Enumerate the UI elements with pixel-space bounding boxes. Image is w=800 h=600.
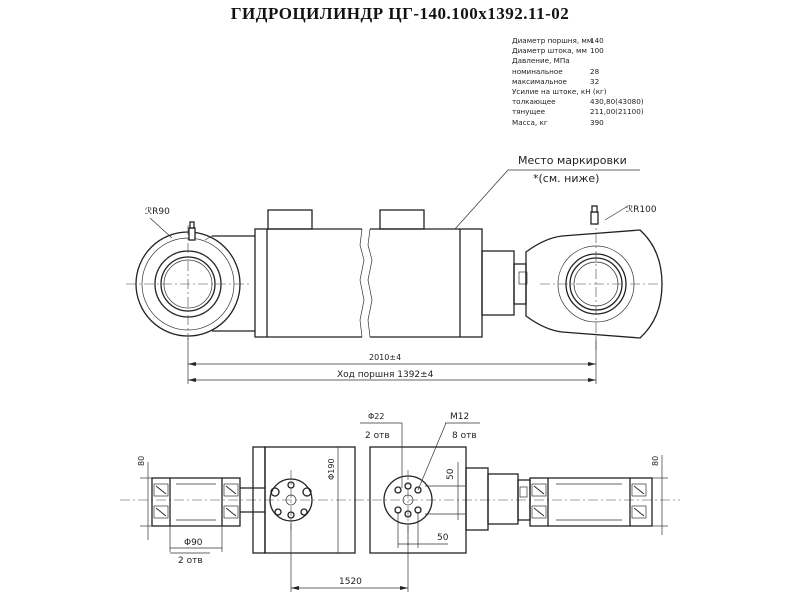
marking-label: Место маркировки	[518, 154, 627, 167]
dim-1520-label: 1520	[339, 577, 362, 587]
top-view: Место маркировки *(см. ниже) ℛR90 ℛR100 …	[126, 154, 665, 384]
spec-value: 100	[590, 46, 604, 56]
cylinder-body	[254, 209, 528, 338]
spec-row: толкающее 430,80(43080)	[512, 97, 644, 107]
spec-label: тянущее	[512, 107, 546, 117]
spec-row: Усилие на штоке, кН (кг)	[512, 87, 644, 97]
dim-d90-label: Φ90	[184, 538, 203, 548]
spec-label: Диаметр штока, мм	[512, 46, 587, 56]
dim-8holes-label: 8 отв	[452, 431, 477, 441]
bottom-dimensions	[140, 422, 668, 592]
grease-nipple-right-icon	[590, 205, 599, 225]
spec-value: 390	[590, 117, 604, 127]
radius-left-label: ℛR90	[145, 207, 170, 217]
radius-right-label: ℛR100	[626, 205, 657, 215]
spec-row: номинальное 28	[512, 67, 644, 77]
top-dimensions	[187, 338, 597, 384]
dim-stroke-label: Ход поршня 1392±4	[337, 370, 434, 380]
left-rod-eye	[126, 217, 255, 340]
spec-value: 28	[590, 66, 600, 76]
spec-label: Диаметр поршня, мм	[512, 36, 593, 45]
right-eye-section	[529, 477, 653, 527]
spec-value: 211,00(21100)	[590, 107, 644, 117]
right-rod-eye	[525, 205, 665, 350]
marking-note: *(см. ниже)	[533, 172, 599, 185]
spec-value: 140	[590, 36, 604, 45]
dim-d22-label: Φ22	[368, 412, 384, 421]
grease-nipple-left-icon	[188, 221, 196, 241]
dim-m12-label: M12	[450, 412, 469, 422]
spec-value: 430,80(43080)	[590, 97, 644, 107]
marking-leader	[454, 169, 640, 230]
spec-label: Усилие на штоке, кН (кг)	[512, 87, 607, 97]
drawing-title: ГИДРОЦИЛИНДР ЦГ-140.100х1392.11-02	[230, 4, 570, 23]
dim-2010-label: 2010±4	[369, 353, 401, 362]
spec-label: максимальное	[512, 76, 567, 86]
dim-80-right-label: 80	[651, 456, 660, 466]
dim-2holes-bottom-label: 2 отв	[178, 556, 203, 566]
spec-row: Масса, кг 390	[512, 118, 644, 128]
bottom-view: Φ22 2 отв M12 8 отв Φ190 50 50 80 80 Φ90…	[120, 412, 680, 592]
spec-value: 32	[590, 76, 600, 86]
dim-190-label: Φ190	[327, 458, 336, 480]
spec-label: Давление, МПа	[512, 56, 570, 66]
left-eye-section	[151, 477, 265, 527]
spec-row: тянущее 211,00(21100)	[512, 107, 644, 117]
dim-50-horizontal-label: 50	[437, 533, 449, 543]
spec-row: Давление, МПа	[512, 56, 644, 66]
dim-80-left-label: 80	[137, 456, 146, 466]
dim-50-vertical-label: 50	[446, 468, 456, 480]
spec-label: номинальное	[512, 66, 563, 76]
dim-2holes-top-label: 2 отв	[365, 431, 390, 441]
spec-row: максимальное 32	[512, 77, 644, 87]
spec-label: Масса, кг	[512, 117, 548, 127]
body-section-left	[252, 446, 356, 554]
spec-label: толкающее	[512, 97, 556, 107]
